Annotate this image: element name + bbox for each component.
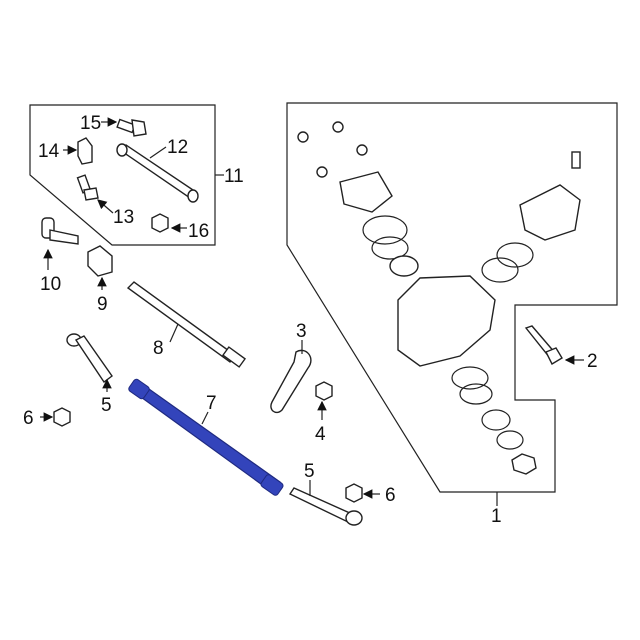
part-2-bolt[interactable] [524,325,563,365]
callout-6-right: 6 [385,485,396,506]
part-12-rod[interactable] [116,143,199,203]
part-9-clamp[interactable] [87,245,113,277]
callout-6-left: 6 [23,408,34,429]
part-7-drag-link-highlighted[interactable] [128,378,285,496]
group-frame-11 [29,104,216,246]
callout-16: 16 [188,221,209,242]
callout-3: 3 [296,321,307,342]
callout-12: 12 [167,137,188,158]
callout-7: 7 [206,393,217,414]
part-8-rod[interactable] [126,281,247,368]
part-6-nut-left[interactable] [53,407,71,427]
callout-4: 4 [315,424,326,445]
part-3-pitman-arm[interactable] [270,349,312,414]
part-4-nut[interactable] [315,381,333,401]
callout-11: 11 [224,166,244,187]
callout-5-left: 5 [101,395,112,416]
part-10-tie-rod-end[interactable] [41,217,79,245]
part-14-bracket[interactable] [77,137,93,165]
leader-lines [40,117,584,506]
callout-2: 2 [587,351,598,372]
callout-9: 9 [97,294,108,315]
group-frame-1 [286,102,618,493]
callout-5-right: 5 [304,461,315,482]
callout-15: 15 [80,113,101,134]
part-5-tie-rod-end-right[interactable] [288,487,363,526]
part-1-steering-gear[interactable] [297,121,581,475]
callout-13: 13 [113,207,134,228]
callout-1: 1 [491,506,502,527]
part-13-bolt[interactable] [76,174,99,201]
part-16-nut[interactable] [151,213,169,233]
part-5-tie-rod-end-left[interactable] [66,333,113,384]
callout-8: 8 [153,338,164,359]
part-15-bolt[interactable] [116,118,147,137]
callout-14: 14 [38,141,60,162]
part-6-nut-right[interactable] [345,483,363,503]
callout-10: 10 [40,274,61,295]
